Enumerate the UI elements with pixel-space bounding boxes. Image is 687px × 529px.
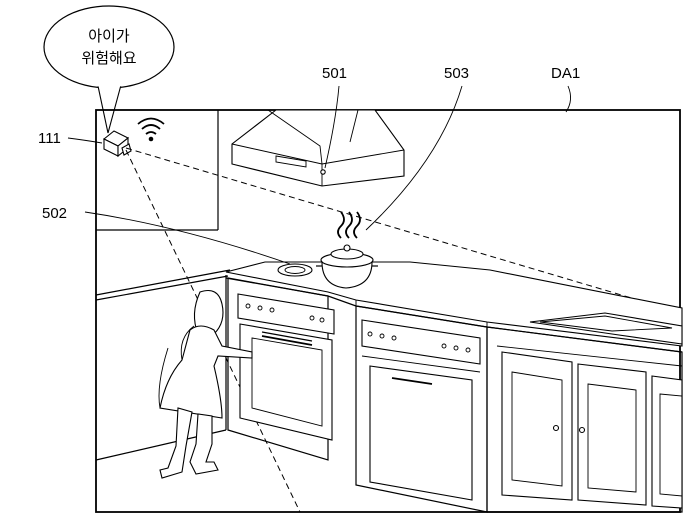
sink	[529, 312, 683, 345]
label-range-hood: 501	[322, 65, 347, 82]
range-hood	[231, 109, 405, 187]
label-display-area: DA1	[551, 65, 580, 82]
bubble-line-1: 아이가	[88, 27, 130, 45]
steam-icon	[337, 211, 361, 239]
stove-burner	[277, 263, 313, 277]
child-figure	[158, 289, 253, 479]
label-camera: 111	[38, 130, 61, 147]
lower-cabinets	[486, 326, 683, 513]
dishwasher	[355, 305, 488, 513]
speech-bubble: 아이가 위험해요	[43, 5, 175, 134]
leader-lines	[67, 85, 571, 265]
camera-icon	[102, 130, 132, 158]
label-pot: 503	[444, 65, 469, 82]
label-stove-burner: 502	[42, 205, 67, 222]
oven-cabinet	[227, 277, 335, 461]
pot	[316, 244, 378, 289]
wifi-icon	[137, 117, 165, 142]
bubble-line-2: 위험해요	[81, 49, 136, 67]
